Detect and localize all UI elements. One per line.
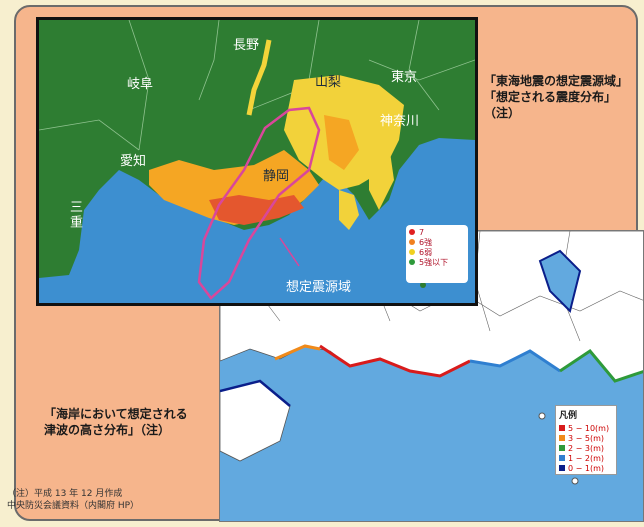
label-kanagawa: 神奈川 (380, 114, 420, 129)
label-mie: 三重 (67, 200, 82, 230)
source-note: （注）平成 13 年 12 月作成 中央防災会議資料（内閣府 HP） (7, 489, 140, 511)
legend-row-5-below: 5強以下 (409, 257, 465, 267)
seismic-intensity-map (36, 17, 478, 306)
label-shizuoka: 静岡 (263, 169, 290, 184)
legend-label: 7 (419, 227, 425, 237)
legend-label: 3 − 5(m) (568, 433, 605, 443)
label-tokyo: 東京 (391, 70, 418, 85)
legend-label: 1 − 2(m) (568, 453, 605, 463)
caption-seismic: 「東海地震の想定震源域」 「想定される震度分布」 （注） (484, 74, 629, 120)
focal-zone-label: 想定震源域 (286, 280, 352, 295)
legend-label: 5 − 10(m) (568, 423, 610, 433)
legend-label: 2 − 3(m) (568, 443, 605, 453)
legend-dot (409, 259, 415, 265)
tsunami-legend-row: 0 − 1(m) (559, 463, 613, 473)
legend-dot (409, 229, 415, 235)
legend-swatch (559, 455, 565, 461)
intensity-legend: 7 6強 6弱 5強以下 (406, 225, 468, 283)
tsunami-legend-row: 5 − 10(m) (559, 423, 613, 433)
legend-swatch (559, 445, 565, 451)
label-gifu: 岐阜 (127, 77, 154, 92)
legend-label: 6強 (419, 237, 433, 247)
seismic-map-graphic (39, 20, 475, 300)
legend-swatch (559, 435, 565, 441)
tsunami-legend-title: 凡例 (559, 411, 578, 421)
label-yamanashi: 山梨 (315, 75, 342, 90)
tsunami-legend: 凡例 5 − 10(m) 3 − 5(m) 2 − 3(m) 1 − 2(m) … (555, 405, 617, 475)
legend-swatch (559, 425, 565, 431)
legend-label: 6弱 (419, 247, 433, 257)
legend-row-6-weak: 6弱 (409, 247, 465, 257)
label-nagano: 長野 (233, 38, 260, 53)
legend-swatch (559, 465, 565, 471)
legend-dot (409, 239, 415, 245)
tsunami-legend-row: 1 − 2(m) (559, 453, 613, 463)
legend-label: 0 − 1(m) (568, 463, 605, 473)
tsunami-legend-row: 2 − 3(m) (559, 443, 613, 453)
legend-row-6-strong: 6強 (409, 237, 465, 247)
legend-dot (409, 249, 415, 255)
caption-tsunami: 「海岸において想定される 津波の高さ分布」（注） (44, 407, 188, 437)
tsunami-legend-row: 3 − 5(m) (559, 433, 613, 443)
legend-label: 5強以下 (419, 257, 449, 267)
label-aichi: 愛知 (120, 154, 147, 169)
legend-row-7: 7 (409, 227, 465, 237)
